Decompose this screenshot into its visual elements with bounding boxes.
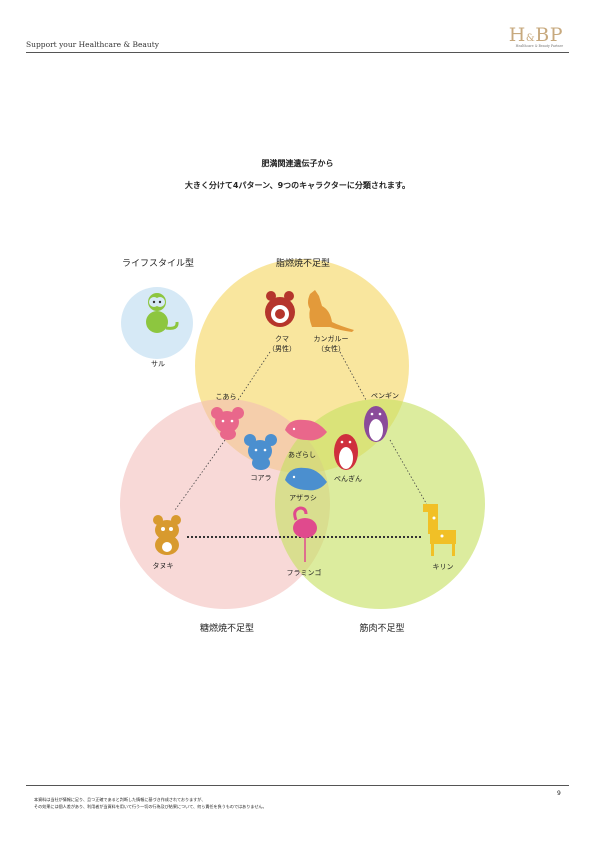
page-number: 9 [557, 790, 561, 797]
giraffe-icon [423, 504, 456, 556]
label-sugar-burning-type: 糖燃焼不足型 [200, 622, 254, 634]
label-kangaroo: カンガルー [314, 334, 349, 343]
label-penguin-katakana: ペンギン [371, 392, 399, 400]
header-divider [26, 52, 569, 53]
label-muscle-type: 筋肉不足型 [359, 622, 404, 634]
brand-logo: H&BP Healthcare & Beauty Partner [509, 24, 563, 50]
label-giraffe: キリン [433, 563, 454, 571]
penguin-red-icon [334, 434, 358, 470]
kangaroo-icon [308, 290, 354, 332]
connector-koala-tanuki [174, 439, 226, 511]
connector-penguin-giraffe [389, 439, 431, 511]
label-kangaroo-note: （女性） [317, 344, 345, 353]
label-koala-katakana: コアラ [251, 474, 272, 482]
label-fat-burning-type: 脂燃焼不足型 [276, 257, 330, 269]
page-title-line1: 肥満関連遺伝子から [261, 159, 334, 168]
tanuki-icon [153, 515, 181, 555]
footer-disclaimer: 本資料は当社が情報に足り、且つ正確であると判断した情報に基づき作成されております… [34, 796, 267, 810]
connector-bear-koala [237, 351, 271, 401]
label-flamingo: フラミンゴ [287, 568, 322, 577]
footer-disclaimer-line2: その効果には個人差があり、利用者が当資料を用いて行う一切の行為及び結果について、… [34, 804, 267, 809]
penguin-purple-icon [364, 406, 388, 442]
label-penguin-hiragana: ぺんぎん [334, 474, 362, 483]
page-title-line2: 大きく分けて4パターン、9つのキャラクターに分類されます。 [184, 181, 411, 190]
circle-sugar-burning [120, 399, 330, 609]
flamingo-icon [293, 506, 317, 562]
seal-pink-icon [285, 419, 327, 441]
label-bear: クマ [275, 335, 289, 343]
label-tanuki: タヌキ [153, 561, 174, 570]
footer-disclaimer-line1: 本資料は当社が情報に足り、且つ正確であると判断した情報に基づき作成されております… [34, 797, 206, 802]
koala-pink-icon [211, 407, 244, 440]
circle-muscle [275, 399, 485, 609]
label-koala-hiragana: こあら [216, 393, 237, 401]
footer-divider [26, 785, 569, 786]
label-lifestyle-type: ライフスタイル型 [122, 258, 194, 269]
seal-blue-icon [285, 467, 327, 491]
bear-icon [265, 291, 295, 327]
brand-logo-text: H&BP [508, 24, 563, 46]
brand-logo-subtitle: Healthcare & Beauty Partner [515, 44, 563, 48]
monkey-icon [146, 293, 179, 333]
label-seal-katakana: アザラシ [289, 494, 317, 502]
label-monkey: サル [151, 360, 165, 368]
label-bear-note: （男性） [268, 344, 296, 353]
header-tagline: Support your Healthcare & Beauty [26, 40, 159, 49]
koala-blue-icon [244, 434, 277, 470]
label-seal-hiragana: あざらし [288, 450, 316, 459]
